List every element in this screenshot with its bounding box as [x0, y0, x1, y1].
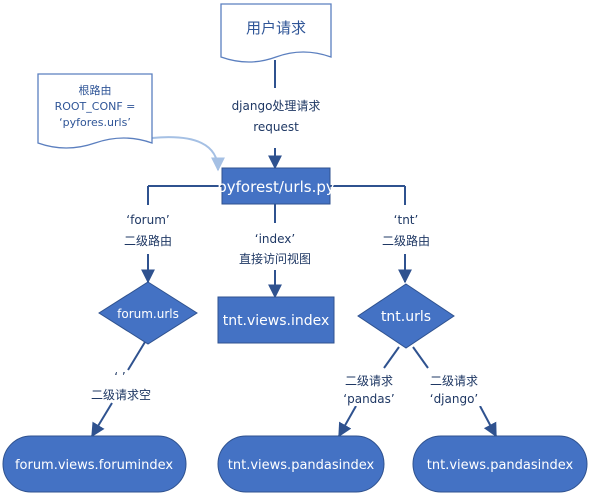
request-doc-text: 用户请求 — [246, 19, 306, 37]
root-note-line2: ROOT_CONF = — [55, 100, 136, 113]
tnt-pandas-pill-2 — [412, 435, 588, 493]
forum-label: ‘forum’ 二级路由 — [110, 208, 186, 252]
root-note-line1: 根路由 — [79, 83, 112, 97]
edges — [91, 60, 497, 438]
forum-label-line1: ‘forum’ — [126, 213, 169, 227]
forum-urls-text: forum.urls — [117, 307, 179, 321]
root-urls-node[interactable]: pyforest/urls.py — [217, 167, 335, 205]
forum-urls-node[interactable]: forum.urls — [98, 281, 198, 345]
edge-tnt-to-pandas — [383, 346, 400, 369]
pandas-label-line1: 二级请求 — [345, 374, 393, 388]
tnt-pandas-text-1: tnt.views.pandasindex — [228, 458, 375, 473]
edge-empty-to-forumviews — [91, 402, 113, 438]
edge-forum-to-empty — [127, 341, 146, 371]
forum-urls-diamond — [98, 281, 198, 345]
tnt-pandas-text-2: tnt.views.pandasindex — [427, 458, 574, 473]
tnt-urls-text: tnt.urls — [381, 309, 431, 325]
edge-tnt-to-django — [412, 346, 429, 369]
forum-label-line2: 二级路由 — [124, 233, 172, 248]
tnt-label-line1: ‘tnt’ — [394, 213, 419, 227]
forum-label-bg — [110, 208, 186, 252]
request-label-bg — [224, 92, 328, 138]
index-label: ‘index’ 直接访问视图 — [228, 226, 322, 268]
index-label-line2: 直接访问视图 — [239, 251, 311, 266]
tnt-views-index-box — [217, 296, 335, 344]
pandas-label-bg — [336, 372, 402, 406]
tnt-pandas-node-1[interactable]: tnt.views.pandasindex — [217, 435, 385, 493]
tnt-label-bg — [368, 208, 444, 252]
edge-pandas-to-tnt1 — [338, 405, 357, 438]
root-urls-text: pyforest/urls.py — [217, 178, 335, 196]
edge-note-to-root — [151, 136, 225, 172]
empty-label-line2: 二级请求空 — [91, 388, 151, 402]
django-label-bg — [421, 372, 487, 406]
tnt-urls-node[interactable]: tnt.urls — [357, 283, 455, 349]
tnt-label: ‘tnt’ 二级路由 — [368, 208, 444, 252]
request-label-line2: request — [253, 120, 299, 134]
root-urls-box — [221, 167, 331, 205]
forum-views-node[interactable]: forum.views.forumindex — [2, 435, 187, 493]
index-label-bg — [228, 226, 322, 268]
root-note-shape — [37, 73, 153, 149]
pandas-label-line2: ‘pandas’ — [343, 392, 394, 406]
forum-views-pill — [2, 435, 187, 493]
tnt-views-index-node[interactable]: tnt.views.index — [217, 296, 335, 344]
root-note-line3: ‘pyfores.urls’ — [59, 116, 131, 129]
index-label-line1: ‘index’ — [255, 232, 295, 246]
tnt-views-index-text: tnt.views.index — [223, 313, 330, 329]
empty-label-line1: ‘ ’ — [114, 370, 125, 384]
request-label-line1: django处理请求 — [232, 99, 321, 113]
request-doc-node: 用户请求 — [220, 3, 332, 63]
forum-views-text: forum.views.forumindex — [15, 458, 173, 473]
tnt-label-line2: 二级路由 — [382, 233, 430, 248]
request-doc-shape — [220, 3, 332, 63]
root-note-node: 根路由 ROOT_CONF = ‘pyfores.urls’ — [37, 73, 153, 149]
tnt-pandas-pill-1 — [217, 435, 385, 493]
empty-label: ‘ ’ 二级请求空 — [91, 370, 151, 402]
django-label: 二级请求 ‘django’ — [421, 372, 487, 406]
tnt-urls-diamond — [357, 283, 455, 349]
pandas-label: 二级请求 ‘pandas’ — [336, 372, 402, 406]
request-label: django处理请求 request — [224, 92, 328, 138]
edge-django-to-tnt2 — [479, 405, 497, 438]
django-label-line2: ‘django’ — [430, 392, 479, 406]
tnt-pandas-node-2[interactable]: tnt.views.pandasindex — [412, 435, 588, 493]
django-label-line1: 二级请求 — [430, 374, 478, 388]
